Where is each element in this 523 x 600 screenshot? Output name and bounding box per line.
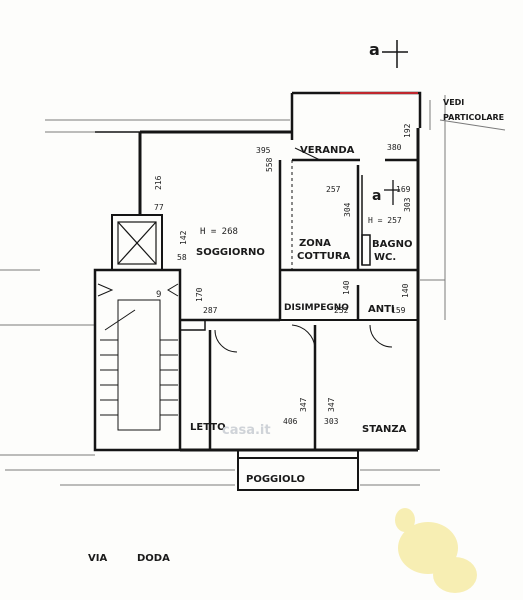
height-main: H = 268 <box>200 227 238 237</box>
dimension-labels: 395 558 380 192 216 77 142 58 257 304 16… <box>154 123 412 426</box>
dim-142: 142 <box>179 230 188 245</box>
room-disimpegno: DISIMPEGNO <box>284 303 349 313</box>
dim-257: 257 <box>326 185 341 194</box>
street-word1: VIA <box>88 553 107 564</box>
room-soggiorno: SOGGIORNO <box>196 247 265 258</box>
dim-347b: 347 <box>327 397 336 412</box>
dim-303b: 303 <box>324 417 339 426</box>
note-line2: PARTICOLARE <box>443 113 504 122</box>
room-stanza: STANZA <box>362 424 407 435</box>
section-marker-top: a <box>369 40 408 68</box>
room-letto: LETTO <box>190 422 226 433</box>
dim-406: 406 <box>283 417 298 426</box>
room-labels: VERANDA SOGGIORNO ZONA COTTURA BAGNO WC.… <box>190 145 412 485</box>
room-bagno-1: BAGNO <box>372 239 412 250</box>
dim-192: 192 <box>403 123 412 138</box>
dim-140a: 140 <box>342 280 351 295</box>
watermark-text: casa.it <box>222 423 271 438</box>
exterior-walls <box>93 91 422 491</box>
height-labels: H = 268 H = 257 <box>200 216 402 237</box>
room-zona-cottura-2: COTTURA <box>297 251 351 262</box>
detail-note: VEDI PARTICOLARE <box>443 98 504 122</box>
room-zona-cottura-1: ZONA <box>299 238 331 249</box>
dim-140b: 140 <box>401 283 410 298</box>
room-bagno-2: WC. <box>374 252 396 263</box>
room-poggiolo: POGGIOLO <box>246 474 305 485</box>
dim-170: 170 <box>195 287 204 302</box>
staircase <box>97 283 179 431</box>
dim-380: 380 <box>387 143 402 152</box>
street-word2: DODA <box>137 553 170 564</box>
dim-558: 558 <box>265 157 274 172</box>
dim-252: 252 <box>334 306 349 315</box>
dim-169: 169 <box>396 185 411 194</box>
dim-58: 58 <box>177 253 187 262</box>
section-marker-inner: a <box>372 180 400 205</box>
dim-287: 287 <box>203 306 218 315</box>
street-label: VIA DODA <box>88 553 170 564</box>
paper-stain <box>395 508 477 593</box>
section-label: a <box>369 40 380 59</box>
dim-395: 395 <box>256 146 271 155</box>
section-inner-label: a <box>372 188 381 204</box>
elevator-shaft <box>117 221 157 265</box>
note-line1: VEDI <box>443 98 464 107</box>
height-bath: H = 257 <box>368 216 402 225</box>
room-veranda: VERANDA <box>300 145 355 156</box>
dim-159: 159 <box>391 306 406 315</box>
room-anti: ANTI <box>368 304 395 315</box>
dim-347a: 347 <box>299 397 308 412</box>
adjacent-building-lines <box>0 95 506 486</box>
dim-9: 9 <box>156 290 161 300</box>
interior-walls <box>208 147 418 450</box>
dim-77: 77 <box>154 203 164 212</box>
dim-304: 304 <box>343 202 352 217</box>
dim-216: 216 <box>154 175 163 190</box>
dim-303a: 303 <box>403 197 412 212</box>
